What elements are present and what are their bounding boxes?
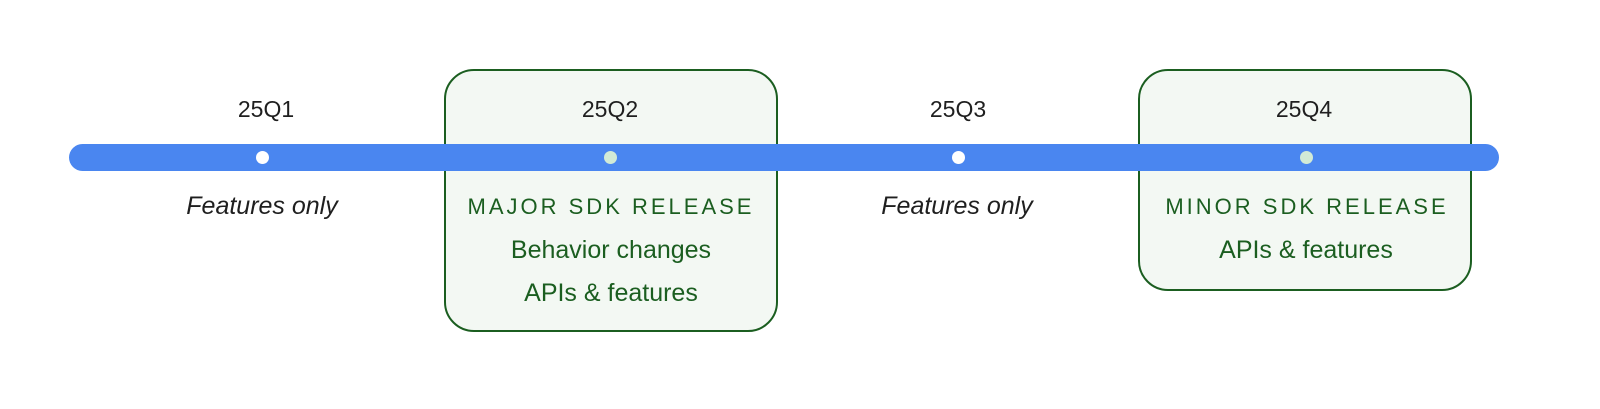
quarter-note-25q1: Features only: [186, 192, 338, 220]
timeline-marker-25q3: [951, 151, 965, 164]
timeline-track: [69, 144, 1499, 171]
release-line-apis-features: APIs & features: [1219, 236, 1393, 264]
release-line-behavior-changes: Behavior changes: [510, 236, 712, 264]
minor-release-box: [1138, 69, 1472, 291]
quarter-note-25q3: Features only: [881, 192, 1033, 220]
quarter-label-25q4: 25Q4: [1275, 96, 1333, 122]
release-title-major: MAJOR SDK RELEASE: [467, 194, 755, 219]
timeline-marker-25q1: [255, 151, 269, 164]
release-title-minor: MINOR SDK RELEASE: [1165, 194, 1449, 219]
timeline-marker-25q2: [603, 151, 617, 164]
release-line-apis-features: APIs & features: [524, 279, 698, 307]
quarter-label-25q2: 25Q2: [581, 96, 639, 122]
timeline-marker-25q4: [1299, 151, 1313, 164]
major-release-box: [444, 69, 778, 332]
quarter-label-25q1: 25Q1: [237, 96, 295, 122]
quarter-label-25q3: 25Q3: [929, 96, 987, 122]
